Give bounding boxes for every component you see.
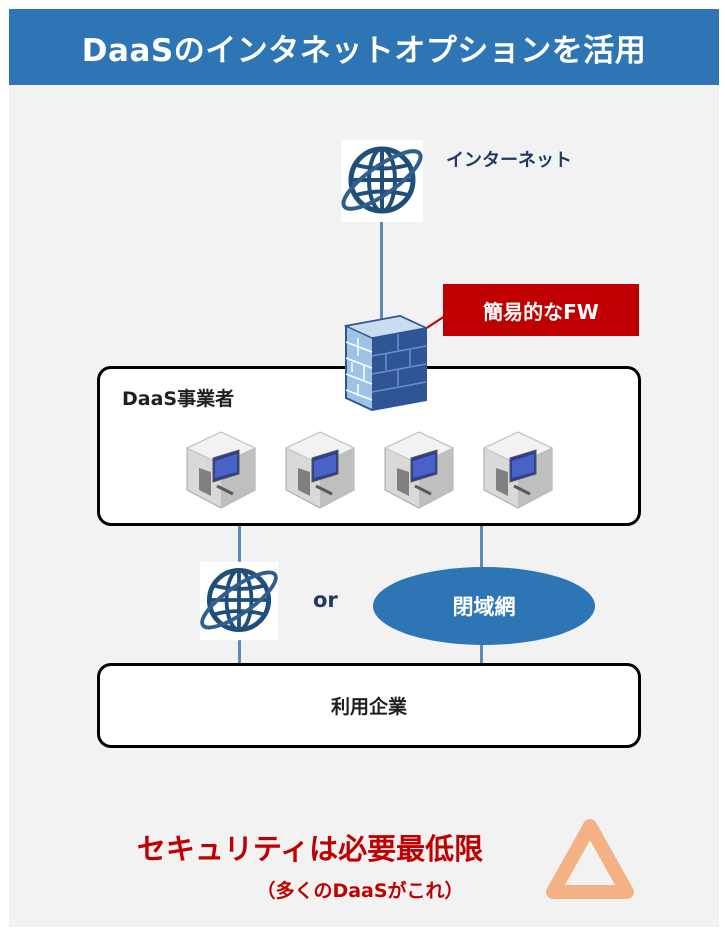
internet-label: インターネット xyxy=(446,150,572,171)
virtual-desktop-icon xyxy=(284,431,356,509)
firewall-badge: 簡易的なFW xyxy=(443,284,639,336)
closed-network-upper-line xyxy=(480,526,483,567)
virtual-desktop-icon xyxy=(383,431,455,509)
or-label: or xyxy=(313,588,338,612)
globe-icon xyxy=(199,561,279,641)
internet-link-upper-line xyxy=(238,526,241,566)
closed-network-lower-line xyxy=(480,645,483,663)
virtual-desktop-icon xyxy=(482,431,554,509)
daas-provider-label: DaaS事業者 xyxy=(122,388,235,410)
user-company-label: 利用企業 xyxy=(330,696,407,718)
globe-icon xyxy=(341,140,423,222)
internet-link-lower-line xyxy=(238,634,241,663)
virtual-desktop-icon xyxy=(185,431,257,509)
page-title: DaaSのインタネットオプションを活用 xyxy=(9,9,719,85)
internet-to-firewall-line xyxy=(380,200,383,320)
firewall-icon xyxy=(343,314,429,412)
triangle-icon xyxy=(546,819,634,899)
security-assessment-main: セキュリティは必要最低限 xyxy=(136,832,484,866)
security-assessment-sub: （多くのDaaSがこれ） xyxy=(256,880,464,902)
closed-network-ellipse: 閉域網 xyxy=(373,567,595,645)
user-company-box xyxy=(97,663,641,748)
